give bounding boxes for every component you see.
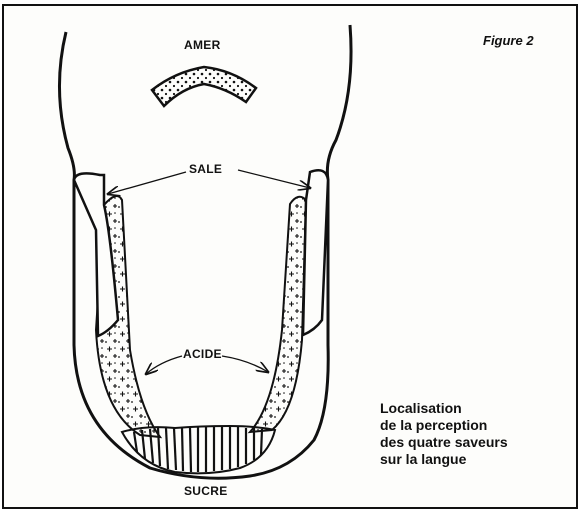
acide-arrow-left bbox=[146, 356, 182, 374]
label-sweet: SUCRE bbox=[184, 484, 228, 498]
label-bitter: AMER bbox=[184, 38, 221, 52]
label-salty: SALE bbox=[189, 162, 222, 176]
sale-arrow-left bbox=[108, 172, 186, 194]
caption-line: des quatre saveurs bbox=[380, 434, 570, 451]
acide-arrow-right bbox=[222, 356, 268, 372]
sale-arrow-right bbox=[238, 170, 310, 188]
bitter-zone bbox=[152, 67, 256, 106]
caption: Localisation de la perception des quatre… bbox=[380, 400, 570, 468]
salty-zone-right bbox=[303, 170, 328, 335]
label-sour: ACIDE bbox=[183, 347, 222, 361]
sour-zone-right bbox=[250, 197, 306, 432]
caption-line: Localisation bbox=[380, 400, 570, 417]
caption-line: sur la langue bbox=[380, 451, 570, 468]
figure-label: Figure 2 bbox=[483, 33, 534, 48]
caption-line: de la perception bbox=[380, 417, 570, 434]
